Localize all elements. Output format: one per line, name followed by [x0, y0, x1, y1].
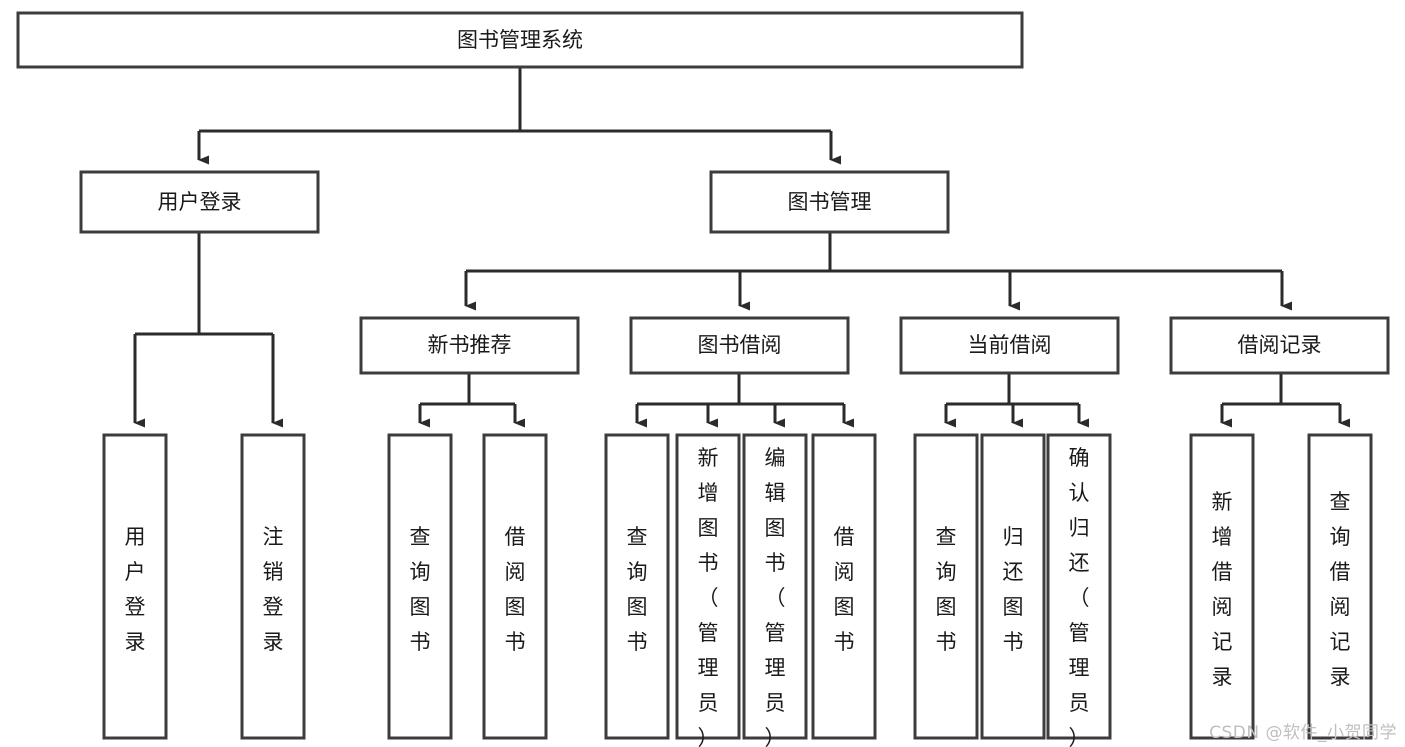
leaf-box[interactable]	[102, 433, 168, 740]
node-user-login-label: 用户登录	[158, 190, 242, 214]
leaf-label: 编辑图书（管理员）	[765, 446, 786, 747]
node-book-management[interactable]: 图书管理	[709, 170, 950, 234]
node-user-login-box[interactable]	[79, 170, 320, 234]
leaf-label: 新增借阅记录	[1212, 490, 1233, 689]
leaf-label: 借阅图书	[505, 525, 526, 654]
node-new-book-recommend[interactable]: 新书推荐	[359, 316, 580, 375]
leaf-node-12-查询借阅记录[interactable]: 查询借阅记录	[1307, 433, 1373, 740]
leaf-label: 借阅图书	[834, 525, 855, 654]
leaf-node-9-归还图书[interactable]: 归还图书	[980, 433, 1046, 740]
leaf-label: 确认归还（管理员）	[1069, 446, 1090, 747]
leaf-node-4-查询图书[interactable]: 查询图书	[604, 433, 670, 740]
leaf-node-0-用户登录[interactable]: 用户登录	[102, 433, 168, 740]
leaf-box[interactable]	[1189, 433, 1255, 740]
node-current-borrow-label: 当前借阅	[968, 333, 1052, 357]
leaf-box[interactable]	[1046, 433, 1112, 740]
node-borrow-records-box[interactable]	[1169, 316, 1390, 375]
node-user-login[interactable]: 用户登录	[79, 170, 320, 234]
node-borrow-records-label: 借阅记录	[1238, 333, 1322, 357]
node-current-borrow[interactable]: 当前借阅	[899, 316, 1120, 375]
leaf-box[interactable]	[913, 433, 979, 740]
node-new-book-recommend-label: 新书推荐	[428, 333, 512, 357]
leaf-box[interactable]	[604, 433, 670, 740]
node-borrow-records[interactable]: 借阅记录	[1169, 316, 1390, 375]
leaf-box[interactable]	[482, 433, 548, 740]
connector-layer	[133, 67, 1350, 428]
leaf-node-11-新增借阅记录[interactable]: 新增借阅记录	[1189, 433, 1255, 740]
node-root-book-management-system[interactable]: 图书管理系统	[16, 11, 1024, 69]
leaf-node-3-借阅图书[interactable]: 借阅图书	[482, 433, 548, 740]
leaf-box[interactable]	[675, 433, 741, 740]
leaf-box[interactable]	[742, 433, 808, 740]
node-root-box[interactable]	[16, 11, 1024, 69]
leaf-label: 归还图书	[1003, 525, 1024, 654]
leaf-box[interactable]	[811, 433, 877, 740]
leaf-node-8-查询图书[interactable]: 查询图书	[913, 433, 979, 740]
node-current-borrow-box[interactable]	[899, 316, 1120, 375]
leaf-label: 查询借阅记录	[1330, 490, 1351, 689]
leaf-box[interactable]	[240, 433, 306, 740]
node-book-borrow[interactable]: 图书借阅	[629, 316, 850, 375]
leaf-box[interactable]	[387, 433, 453, 740]
leaf-node-1-注销登录[interactable]: 注销登录	[240, 433, 306, 740]
node-new-book-recommend-box[interactable]	[359, 316, 580, 375]
leaf-label: 用户登录	[125, 525, 146, 654]
node-book-borrow-label: 图书借阅	[698, 333, 782, 357]
leaf-label: 新增图书（管理员）	[698, 446, 719, 747]
leaf-node-7-借阅图书[interactable]: 借阅图书	[811, 433, 877, 740]
leaf-label: 查询图书	[627, 525, 648, 654]
leaf-node-6-编辑图书管理员[interactable]: 编辑图书（管理员）	[742, 433, 808, 747]
node-book-management-box[interactable]	[709, 170, 950, 234]
node-book-management-label: 图书管理	[788, 190, 872, 214]
leaf-node-10-确认归还管理员[interactable]: 确认归还（管理员）	[1046, 433, 1112, 747]
leaf-node-2-查询图书[interactable]: 查询图书	[387, 433, 453, 740]
leaf-box[interactable]	[1307, 433, 1373, 740]
leaf-box[interactable]	[980, 433, 1046, 740]
node-root-label: 图书管理系统	[457, 28, 583, 52]
leaf-node-5-新增图书管理员[interactable]: 新增图书（管理员）	[675, 433, 741, 747]
node-book-borrow-box[interactable]	[629, 316, 850, 375]
leaf-layer: 用户登录 注销登录 查询图书 借阅图书 查询图书 新增图书（管理员） 编辑图书（管理员） 借阅…	[102, 433, 1373, 747]
leaf-label: 注销登录	[263, 525, 284, 654]
leaf-label: 查询图书	[936, 525, 957, 654]
leaf-label: 查询图书	[410, 525, 431, 654]
